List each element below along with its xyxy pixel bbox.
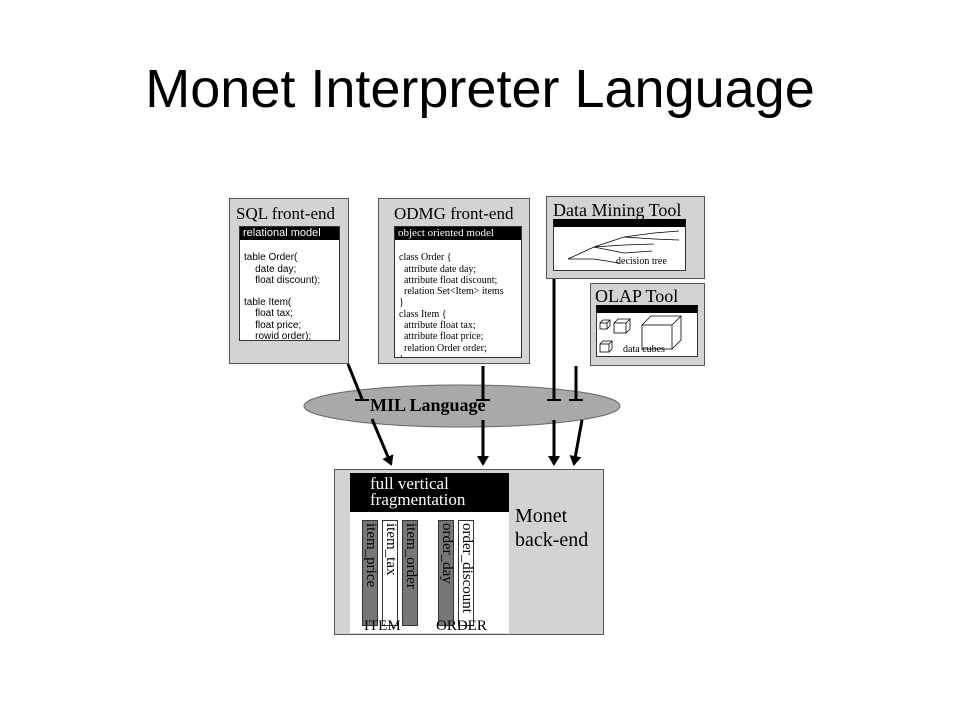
mil-language-label: MIL Language (370, 395, 486, 415)
odmg-schema-code: class Order { attribute date day; attrib… (399, 252, 504, 357)
decision-tree-caption: decision tree (616, 256, 667, 267)
odmg-frontend-title: ODMG front-end (394, 204, 514, 223)
olap-panel: OLAP Tool data cubes (590, 283, 705, 366)
data-cubes-icon (599, 315, 682, 353)
table-label-order: ORDER (436, 618, 487, 633)
mil-language-ellipse (303, 384, 621, 428)
column-item-price: item_price (362, 520, 379, 626)
sql-schema-code: table Order( date day; float discount);t… (244, 252, 321, 341)
data-mining-title: Data Mining Tool (553, 200, 682, 220)
data-mining-panel: Data Mining Tool decision tree (546, 196, 705, 279)
odmg-schema-box: object oriented model class Order { attr… (394, 226, 522, 358)
data-cubes-caption: data cubes (623, 344, 665, 355)
decision-tree-icon (567, 230, 680, 264)
sql-frontend-panel: SQL front-end relational model table Ord… (229, 198, 349, 364)
odmg-frontend-panel: ODMG front-end object oriented model cla… (378, 198, 530, 364)
table-label-item: ITEM (364, 618, 401, 633)
decision-tree-box: decision tree (553, 219, 686, 271)
column-order-day: order_day (438, 520, 455, 626)
sql-frontend-title: SQL front-end (236, 204, 335, 223)
data-cubes-box: data cubes (596, 305, 698, 357)
page-title: Monet Interpreter Language (145, 59, 815, 119)
column-item-tax: item_tax (382, 520, 399, 626)
sql-schema-box: relational model table Order( date day; … (239, 226, 340, 341)
column-order-discount: order_discount (458, 520, 475, 626)
olap-title: OLAP Tool (595, 286, 679, 306)
relational-model-label: relational model (240, 227, 339, 240)
column-item-order: item_order (402, 520, 419, 626)
object-oriented-model-label: object oriented model (395, 227, 521, 240)
